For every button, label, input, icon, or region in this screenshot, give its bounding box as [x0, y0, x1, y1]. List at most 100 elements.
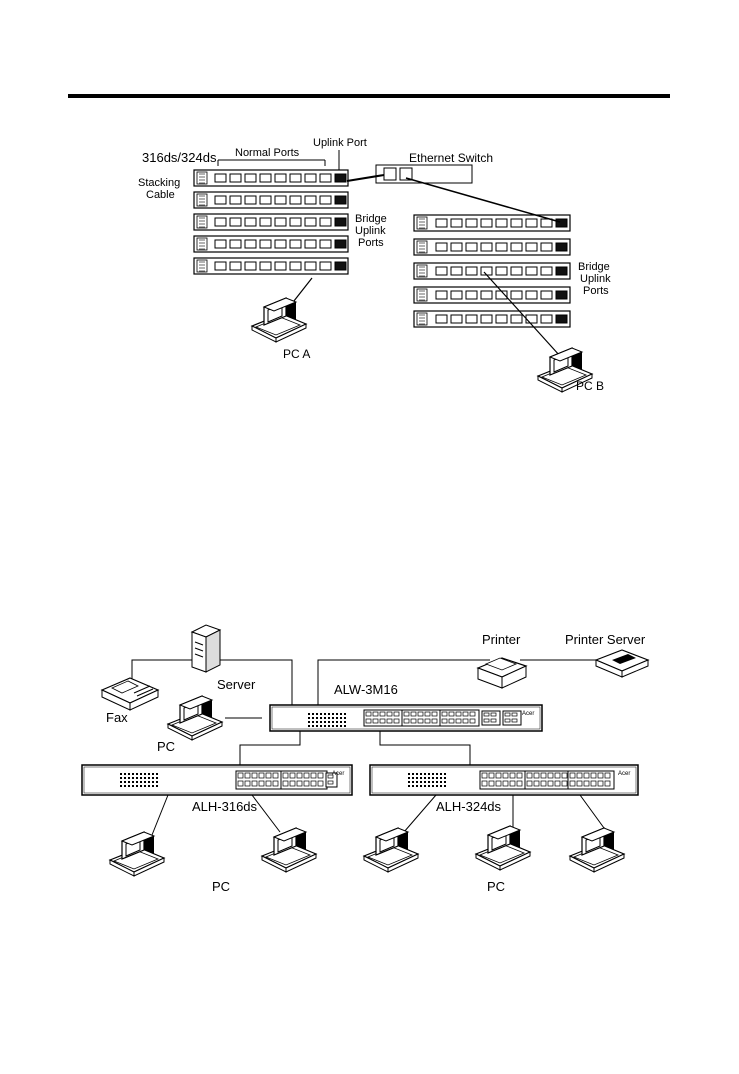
rj45-port	[484, 713, 489, 716]
led-indicator	[408, 781, 410, 783]
normal-port	[230, 262, 241, 270]
led-indicator	[148, 785, 150, 787]
pc-cable	[404, 795, 436, 832]
led-indicator	[152, 781, 154, 783]
uplink-port	[335, 218, 346, 226]
led-indicator	[140, 785, 142, 787]
normal-port	[245, 218, 256, 226]
pc-label: PC	[157, 739, 175, 754]
uplink-port	[556, 243, 567, 251]
led-indicator	[416, 781, 418, 783]
led-indicator	[128, 777, 130, 779]
rj45-port	[463, 712, 468, 716]
led-indicator	[316, 721, 318, 723]
led-indicator	[436, 773, 438, 775]
rj45-port	[541, 781, 546, 786]
rj45-port	[245, 773, 250, 778]
rj45-port	[470, 712, 475, 716]
rj45-port	[527, 781, 532, 786]
rj45-port	[456, 712, 461, 716]
led-indicator	[332, 725, 334, 727]
led-indicator	[312, 721, 314, 723]
rj45-port	[512, 719, 517, 722]
normal-port	[305, 240, 316, 248]
rj45-port	[245, 781, 250, 786]
led-indicator	[136, 785, 138, 787]
normal-port	[541, 315, 552, 323]
normal-port	[290, 240, 301, 248]
normal-port	[541, 219, 552, 227]
brand-label: Acer	[332, 771, 344, 777]
alh-316ds-switch: Acer	[82, 765, 352, 795]
led-indicator	[340, 713, 342, 715]
normal-port	[275, 218, 286, 226]
rj45-port	[418, 712, 423, 716]
rj45-port	[432, 719, 437, 723]
led-indicator	[344, 717, 346, 719]
alh-324ds-switch: Acer	[370, 765, 638, 795]
normal-port	[481, 267, 492, 275]
normal-port	[481, 219, 492, 227]
rj45-port	[238, 781, 243, 786]
printer-server-icon	[596, 650, 648, 677]
alw-3m16-switch: Acer	[270, 705, 542, 731]
led-indicator	[144, 781, 146, 783]
led-indicator	[316, 717, 318, 719]
uplink-port	[556, 267, 567, 275]
led-indicator	[328, 725, 330, 727]
led-indicator	[432, 785, 434, 787]
uplink-port	[556, 315, 567, 323]
led-indicator	[412, 777, 414, 779]
led-indicator	[308, 717, 310, 719]
led-indicator	[332, 713, 334, 715]
led-indicator	[140, 773, 142, 775]
pc-a-label: PC A	[283, 347, 310, 361]
rj45-port	[432, 712, 437, 716]
rj45-port	[411, 719, 416, 723]
rj45-port	[404, 712, 409, 716]
rj45-port	[411, 712, 416, 716]
printer-icon	[478, 658, 526, 688]
rj45-port	[534, 773, 539, 778]
normal-port	[305, 196, 316, 204]
rj45-port	[489, 773, 494, 778]
normal-port	[230, 174, 241, 182]
led-indicator	[324, 725, 326, 727]
normal-port	[451, 219, 462, 227]
led-indicator	[152, 777, 154, 779]
rj45-port	[259, 773, 264, 778]
pc-b-label: PC B	[576, 379, 604, 393]
led-indicator	[424, 781, 426, 783]
led-indicator	[336, 713, 338, 715]
normal-port	[496, 243, 507, 251]
led-indicator	[148, 777, 150, 779]
rj45-port	[304, 781, 309, 786]
bridge-label-b: Uplink	[580, 273, 611, 285]
rj45-port	[456, 719, 461, 723]
normal-port	[245, 196, 256, 204]
normal-port	[320, 218, 331, 226]
uplink-port-label: Uplink Port	[313, 137, 367, 149]
led-indicator	[124, 781, 126, 783]
led-indicator	[312, 725, 314, 727]
normal-port	[526, 315, 537, 323]
pc-icon	[364, 828, 418, 872]
led-indicator	[408, 785, 410, 787]
led-indicator	[140, 781, 142, 783]
rj45-port	[517, 781, 522, 786]
normal-port	[230, 196, 241, 204]
rj45-port	[442, 712, 447, 716]
led-indicator	[140, 777, 142, 779]
led-indicator	[152, 785, 154, 787]
normal-port	[275, 196, 286, 204]
led-indicator	[332, 721, 334, 723]
normal-port	[436, 267, 447, 275]
led-indicator	[144, 777, 146, 779]
pc-cable	[152, 795, 168, 835]
rj45-port	[548, 781, 553, 786]
led-indicator	[336, 721, 338, 723]
led-indicator	[316, 725, 318, 727]
printer-server-label: Printer Server	[565, 632, 646, 647]
